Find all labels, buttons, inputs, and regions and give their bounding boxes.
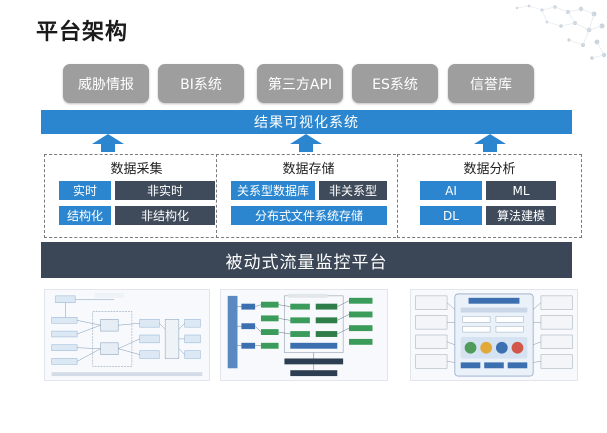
cell-distributed-fs: 分布式文件系统存储 <box>231 206 387 225</box>
cell-unstructured: 非结构化 <box>115 206 215 225</box>
top-box-es-system: ES系统 <box>352 64 438 103</box>
thumbnail-processing-pipeline <box>220 289 388 381</box>
up-arrow-icon <box>92 134 124 152</box>
cell-algorithm-modeling: 算法建模 <box>486 206 556 225</box>
page-title: 平台架构 <box>36 20 129 45</box>
cell-dl: DL <box>420 206 482 225</box>
passive-traffic-monitoring-platform: 被动式流量监控平台 <box>41 242 572 278</box>
up-arrow-icon <box>290 134 322 152</box>
module-title: 数据存储 <box>282 162 335 177</box>
top-box-third-party-api: 第三方API <box>257 64 343 103</box>
module-data-analysis: 数据分析 AI ML DL 算法建模 <box>397 154 582 238</box>
module-title: 数据分析 <box>463 162 516 177</box>
cell-ml: ML <box>486 181 556 200</box>
top-box-threat-intel: 威胁情报 <box>63 64 149 103</box>
module-title: 数据采集 <box>110 162 163 177</box>
visualization-system-bar: 结果可视化系统 <box>41 110 572 134</box>
cell-relational-db: 关系型数据库 <box>231 181 315 200</box>
thumbnail-network-flow-diagram <box>44 289 210 381</box>
up-arrow-icon <box>474 134 506 152</box>
cell-structured: 结构化 <box>59 206 111 225</box>
cell-non-relational: 非关系型 <box>319 181 387 200</box>
module-data-storage: 数据存储 关系型数据库 非关系型 分布式文件系统存储 <box>216 154 401 238</box>
decorative-dot-pattern <box>447 0 607 70</box>
cell-ai: AI <box>420 181 482 200</box>
thumbnail-analysis-framework <box>410 289 578 381</box>
cell-non-realtime: 非实时 <box>115 181 215 200</box>
module-data-collection: 数据采集 实时 非实时 结构化 非结构化 <box>44 154 229 238</box>
cell-realtime: 实时 <box>59 181 111 200</box>
top-box-reputation-db: 信誉库 <box>448 64 534 103</box>
top-box-bi-system: BI系统 <box>158 64 244 103</box>
